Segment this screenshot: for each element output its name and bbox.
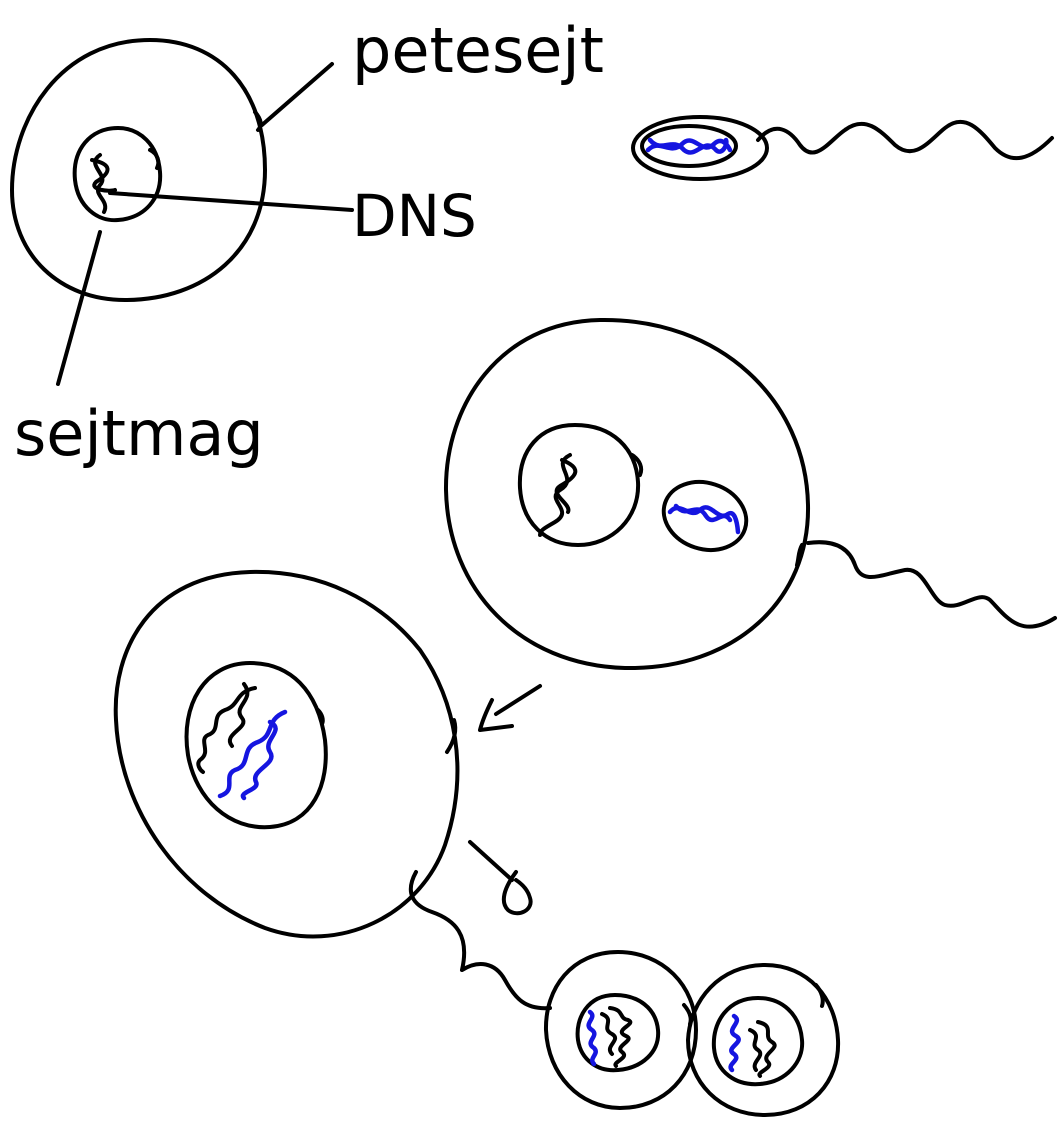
sperm-pronucleus — [661, 480, 749, 552]
arrow-2-head — [501, 870, 533, 916]
zygote-dna-paternal — [217, 709, 288, 799]
egg-membrane — [10, 38, 267, 302]
egg-cell — [10, 38, 267, 302]
connector-squiggle — [408, 870, 552, 1011]
fertilization-cell — [443, 317, 1057, 671]
zygote-nucleus — [184, 661, 328, 830]
egg-nucleus-tick — [148, 148, 161, 170]
fertilization-membrane — [443, 317, 811, 671]
daughter-cell-right — [686, 963, 841, 1117]
daughter-cell-left — [543, 950, 698, 1110]
egg-pronucleus-dna-2 — [554, 458, 578, 514]
arrow-to-zygote — [478, 684, 542, 732]
fertilization-membrane-tail — [795, 543, 804, 567]
label-dns: DNS — [352, 182, 477, 250]
egg-membrane-tail — [253, 110, 263, 132]
daughter-dna-right-maternal — [756, 1020, 777, 1078]
arrow-1-shaft — [494, 684, 542, 716]
zygote-dna-maternal-2 — [227, 682, 250, 748]
daughter-dna-right-paternal — [728, 1013, 741, 1073]
arrow-to-division — [468, 840, 533, 916]
zygote — [113, 569, 460, 939]
sejtmag-pointer — [56, 230, 102, 386]
daughter-cell-right-tick — [814, 983, 825, 1008]
label-petesejt: petesejt — [352, 14, 604, 87]
zygote-dna-maternal — [196, 686, 257, 774]
daughter-dna-left-maternal — [608, 1006, 633, 1068]
sperm-pronucleus-dna-2 — [673, 503, 733, 523]
zygote-nucleus-tick — [316, 708, 325, 726]
sperm-cell — [631, 115, 1054, 181]
egg-dna-strand — [93, 153, 108, 214]
sperm-dna-2 — [647, 137, 729, 155]
fertilization-sperm-tail — [806, 540, 1057, 629]
daughter-nucleus-right — [711, 996, 805, 1087]
sperm-tail — [756, 119, 1054, 161]
arrow-2-shaft — [468, 840, 514, 882]
egg-pronucleus — [517, 423, 641, 547]
label-sejtmag: sejtmag — [14, 397, 264, 470]
egg-pronucleus-tick — [630, 453, 644, 477]
petesejt-pointer — [260, 62, 334, 127]
daughter-dna-right-maternal-2 — [748, 1028, 763, 1072]
sperm-head-outer — [631, 115, 769, 181]
daughter-dna-left-paternal — [586, 1009, 598, 1067]
zygote-membrane — [113, 569, 460, 939]
egg-nucleus — [72, 126, 163, 223]
egg-pronucleus-dna — [538, 453, 572, 537]
zygote-dna-paternal-2 — [240, 719, 278, 801]
daughter-dna-left-maternal-2 — [600, 1012, 618, 1056]
daughter-nucleus-left — [575, 993, 661, 1073]
arrow-1-head — [478, 698, 514, 732]
dns-pointer — [108, 191, 354, 212]
egg-dna-strand-2 — [90, 158, 117, 193]
zygote-membrane-tick — [445, 718, 458, 754]
sperm-head-inner — [640, 124, 738, 168]
two-cell-stage — [543, 950, 841, 1117]
